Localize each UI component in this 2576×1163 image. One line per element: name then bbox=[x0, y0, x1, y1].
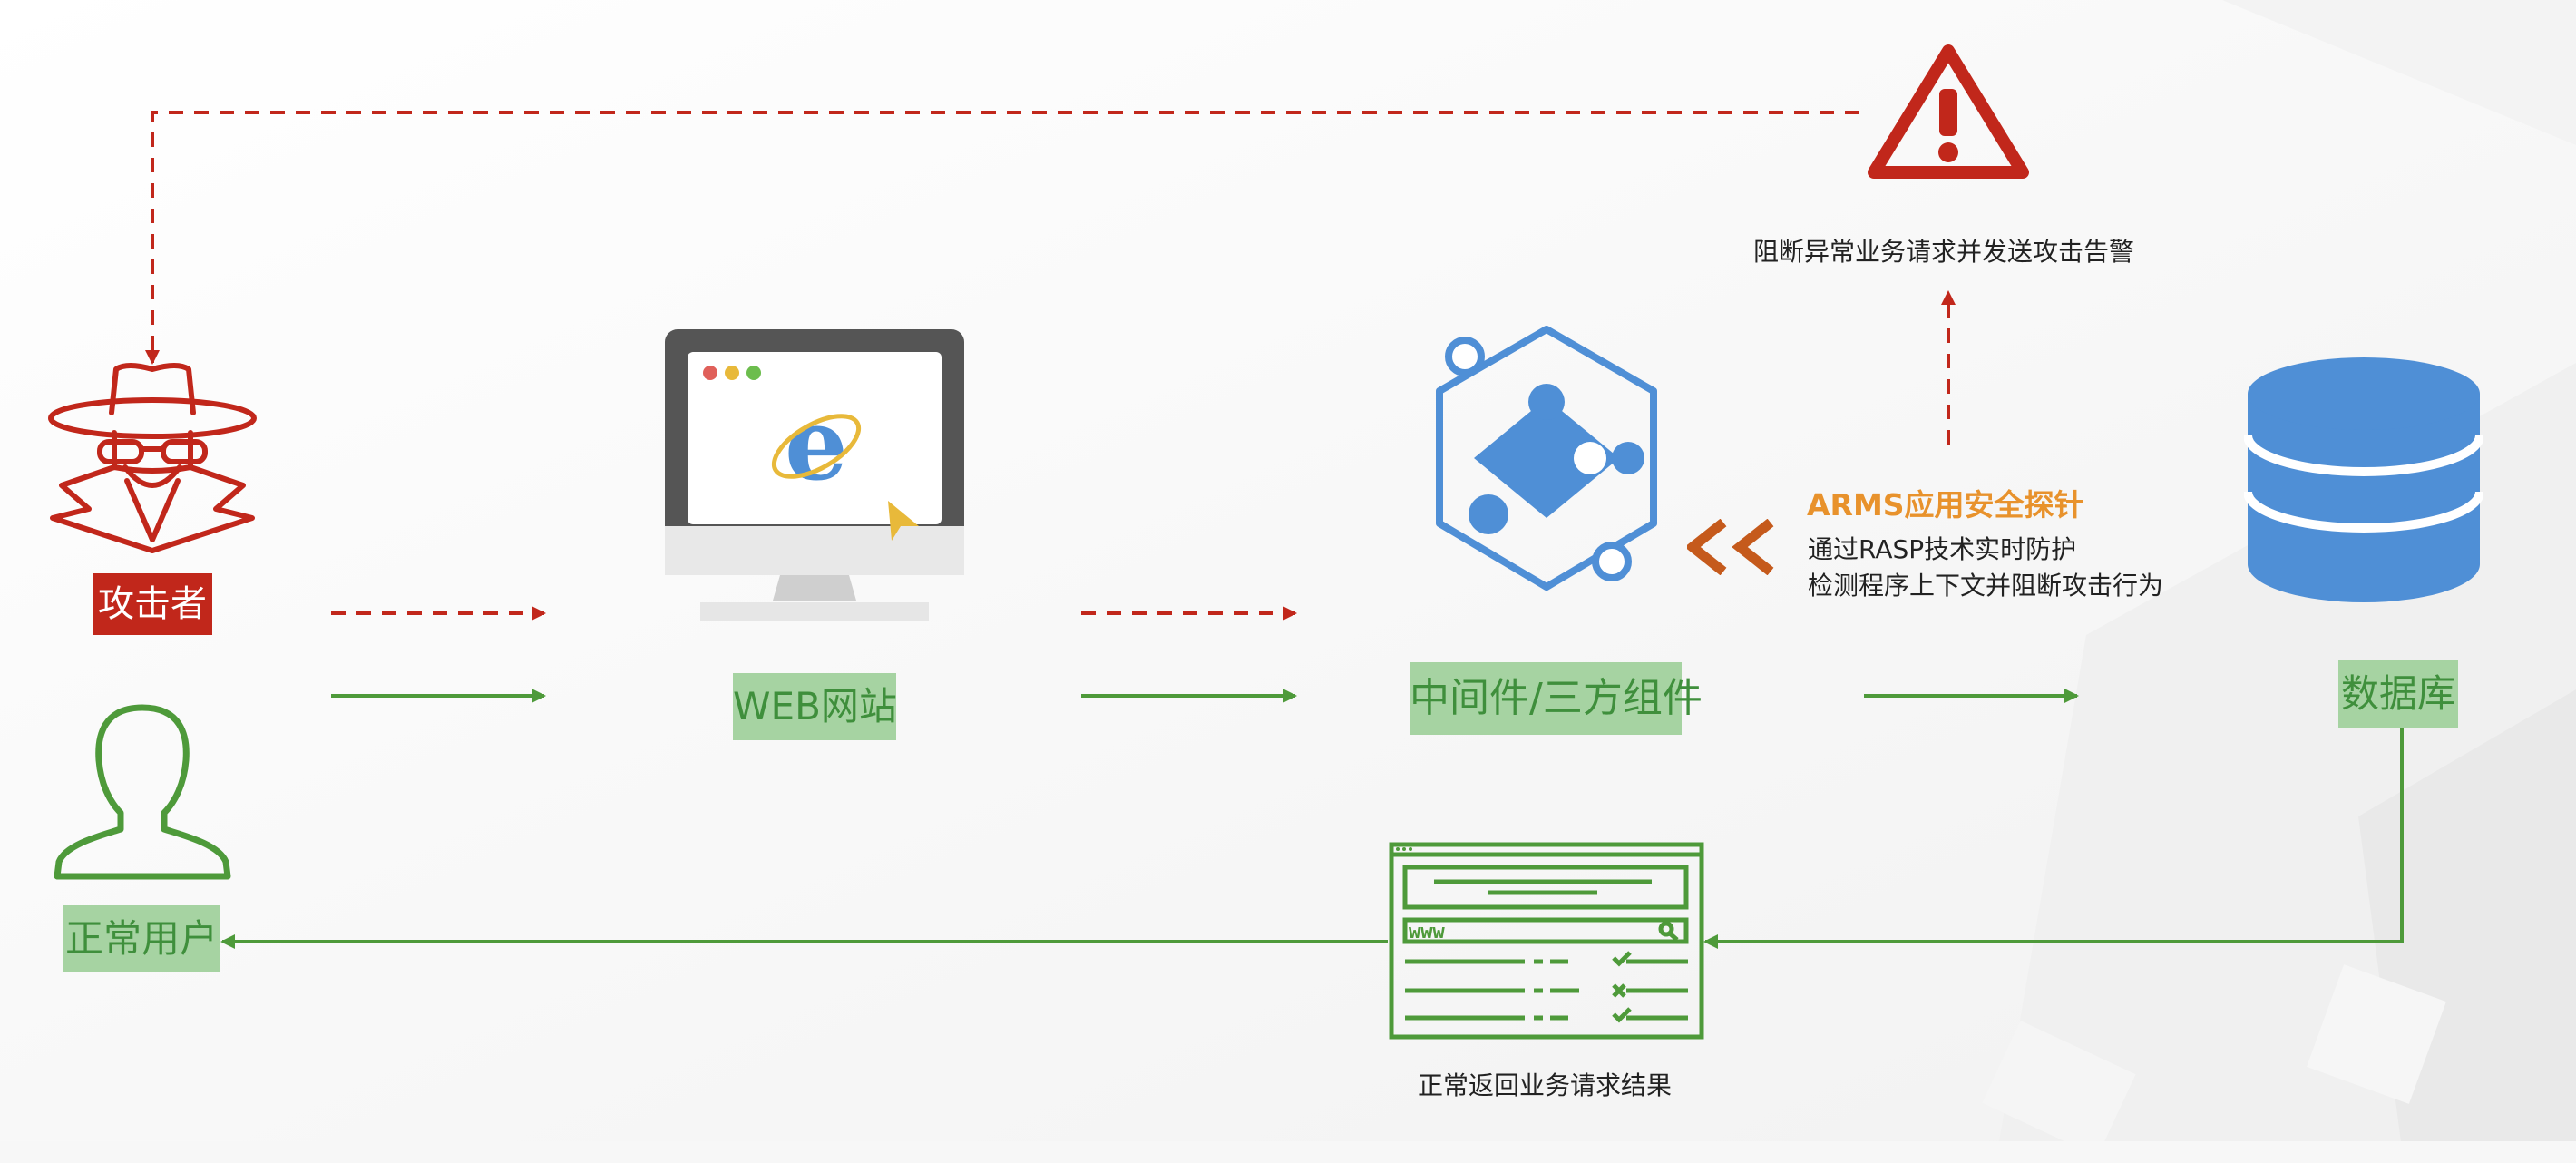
puzzle-hexagon-icon bbox=[1436, 326, 1657, 591]
arms-title: ARMS应用安全探针 bbox=[1807, 487, 2084, 523]
cursor-icon bbox=[888, 501, 919, 541]
web-site-label: WEB网站 bbox=[733, 673, 897, 740]
arms-line-1: 通过RASP技术实时防护 bbox=[1808, 534, 2077, 564]
ie-browser-icon: e bbox=[771, 397, 862, 492]
browser-www-text: www bbox=[1409, 921, 1445, 943]
alert-return-line bbox=[145, 111, 1859, 365]
warning-icon bbox=[1868, 44, 2029, 179]
db-return-line bbox=[1703, 728, 2404, 949]
hacker-icon bbox=[48, 363, 257, 553]
attacker-label: 攻击者 bbox=[93, 573, 212, 635]
block-alert-text: 阻断异常业务请求并发送攻击告警 bbox=[1753, 237, 2135, 267]
arms-line-2: 检测程序上下文并阻断攻击行为 bbox=[1808, 571, 2164, 601]
middleware-label: 中间件/三方组件 bbox=[1410, 662, 1703, 735]
database-label: 数据库 bbox=[2338, 660, 2458, 728]
browser-window-icon: www bbox=[1389, 842, 1704, 1040]
normal-user-label: 正常用户 bbox=[63, 905, 220, 972]
database-icon bbox=[2244, 357, 2483, 602]
double-chevron-icon bbox=[1687, 519, 1774, 575]
user-icon bbox=[54, 704, 231, 880]
normal-return-text: 正常返回业务请求结果 bbox=[1418, 1070, 1673, 1100]
